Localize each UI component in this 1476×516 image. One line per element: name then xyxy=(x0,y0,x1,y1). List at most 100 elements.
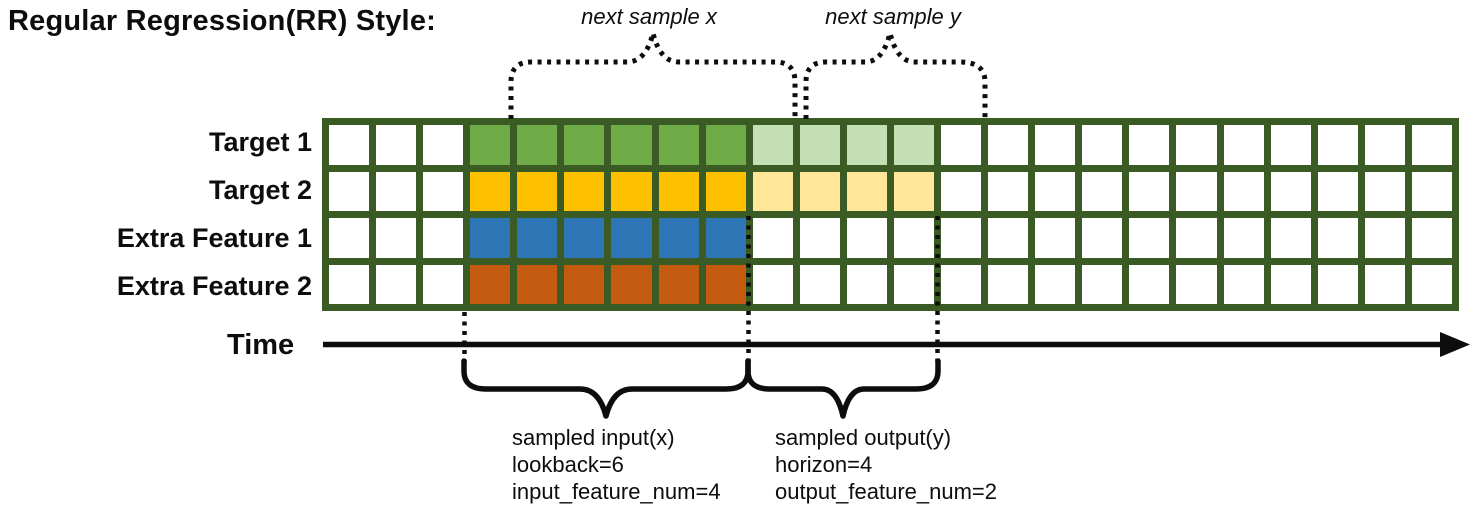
grid-cell xyxy=(564,218,605,258)
grid-cell xyxy=(1317,218,1358,258)
grid-cell xyxy=(658,218,699,258)
grid-cell xyxy=(611,218,652,258)
grid-cell xyxy=(705,218,746,258)
grid-cell xyxy=(517,218,558,258)
grid-cell xyxy=(1223,218,1264,258)
grid-cell xyxy=(846,264,887,304)
grid-cell xyxy=(1176,171,1217,211)
grid-cell xyxy=(1411,264,1452,304)
grid-cell xyxy=(329,125,370,165)
grid-cell xyxy=(1364,171,1405,211)
grid-cell xyxy=(1035,171,1076,211)
grid-cell xyxy=(705,171,746,211)
grid-cell xyxy=(752,218,793,258)
row-label-target-2: Target 2 xyxy=(208,174,312,205)
grid-cell xyxy=(658,171,699,211)
grid-cell xyxy=(658,264,699,304)
grid-cell xyxy=(988,218,1029,258)
grid-cell xyxy=(988,171,1029,211)
grid-cell xyxy=(893,171,935,211)
grid-cell xyxy=(893,125,935,165)
input-feature-num: input_feature_num=4 xyxy=(512,479,721,504)
grid-cell xyxy=(611,264,652,304)
grid-cell xyxy=(564,171,605,211)
grid-cell xyxy=(941,125,982,165)
grid-cell xyxy=(1270,171,1311,211)
grid-cell xyxy=(517,264,558,304)
grid-cell xyxy=(1176,264,1217,304)
grid-cell xyxy=(1035,218,1076,258)
sampled-output-annotation: sampled output(y) horizon=4 output_featu… xyxy=(775,424,997,505)
grid-cell xyxy=(752,171,793,211)
next-sample-y-label: next sample y xyxy=(825,4,961,29)
grid-cell xyxy=(988,264,1029,304)
grid-cell xyxy=(941,264,982,304)
grid-cell xyxy=(376,264,417,304)
grid-cell xyxy=(846,125,887,165)
row-label-target-1: Target 1 xyxy=(208,126,312,157)
grid-cell xyxy=(423,218,464,258)
grid-cell xyxy=(1270,264,1311,304)
sampled-input-brace xyxy=(461,358,751,419)
next-sample-x-brace xyxy=(508,32,798,119)
grid-cell xyxy=(941,218,982,258)
grid-cell xyxy=(1411,218,1452,258)
grid-cell xyxy=(658,125,699,165)
grid-cell xyxy=(1270,218,1311,258)
lookback-value: lookback=6 xyxy=(512,452,624,477)
grid-cell xyxy=(1317,125,1358,165)
next-sample-y-brace xyxy=(803,32,988,119)
grid-cell xyxy=(1176,125,1217,165)
grid-cell xyxy=(799,218,840,258)
grid-cell xyxy=(1035,264,1076,304)
grid-cell xyxy=(1364,218,1405,258)
output-feature-num: output_feature_num=2 xyxy=(775,479,998,504)
grid-cell xyxy=(1035,125,1076,165)
grid-cell xyxy=(329,171,370,211)
grid-cell xyxy=(1176,218,1217,258)
grid-cell xyxy=(941,171,982,211)
grid-cell xyxy=(1223,171,1264,211)
sampled-output-brace xyxy=(745,358,941,419)
grid-cell xyxy=(376,171,417,211)
grid-cell xyxy=(329,264,370,304)
grid-cell xyxy=(1082,171,1123,211)
time-axis-arrowhead xyxy=(1440,332,1470,357)
grid-cell xyxy=(799,125,840,165)
grid-cell xyxy=(564,125,605,165)
grid-cell xyxy=(329,218,370,258)
grid-cell xyxy=(423,125,464,165)
grid-cell xyxy=(517,125,558,165)
grid-cell xyxy=(705,264,746,304)
row-label-extra-feature-1: Extra Feature 1 xyxy=(116,223,312,254)
grid-cell xyxy=(846,218,887,258)
time-series-grid xyxy=(322,118,1459,311)
row-labels: Target 1 Target 2 Extra Feature 1 Extra … xyxy=(0,118,312,311)
sampled-output-title: sampled output(y) xyxy=(775,425,952,450)
grid-cell xyxy=(893,218,935,258)
grid-cell xyxy=(1411,171,1452,211)
grid-cell xyxy=(1364,264,1405,304)
grid-cell xyxy=(470,171,511,211)
grid-cell xyxy=(1082,125,1123,165)
sampled-input-title: sampled input(x) xyxy=(512,425,675,450)
grid-cell xyxy=(1270,125,1311,165)
grid-cell xyxy=(1223,264,1264,304)
grid-cell xyxy=(705,125,746,165)
grid-cell xyxy=(470,125,511,165)
grid-cell xyxy=(376,218,417,258)
grid-cell xyxy=(611,171,652,211)
next-sample-x-label: next sample x xyxy=(581,4,717,29)
grid-cell xyxy=(1129,171,1170,211)
grid-cell xyxy=(1364,125,1405,165)
grid-cell xyxy=(1317,171,1358,211)
horizon-value: horizon=4 xyxy=(775,452,873,477)
grid-cell xyxy=(1411,125,1452,165)
grid-cell xyxy=(470,218,511,258)
grid-cell xyxy=(470,264,511,304)
grid-cell xyxy=(1223,125,1264,165)
grid-cell xyxy=(752,125,793,165)
grid-cell xyxy=(1129,125,1170,165)
time-axis-label: Time xyxy=(227,329,295,361)
